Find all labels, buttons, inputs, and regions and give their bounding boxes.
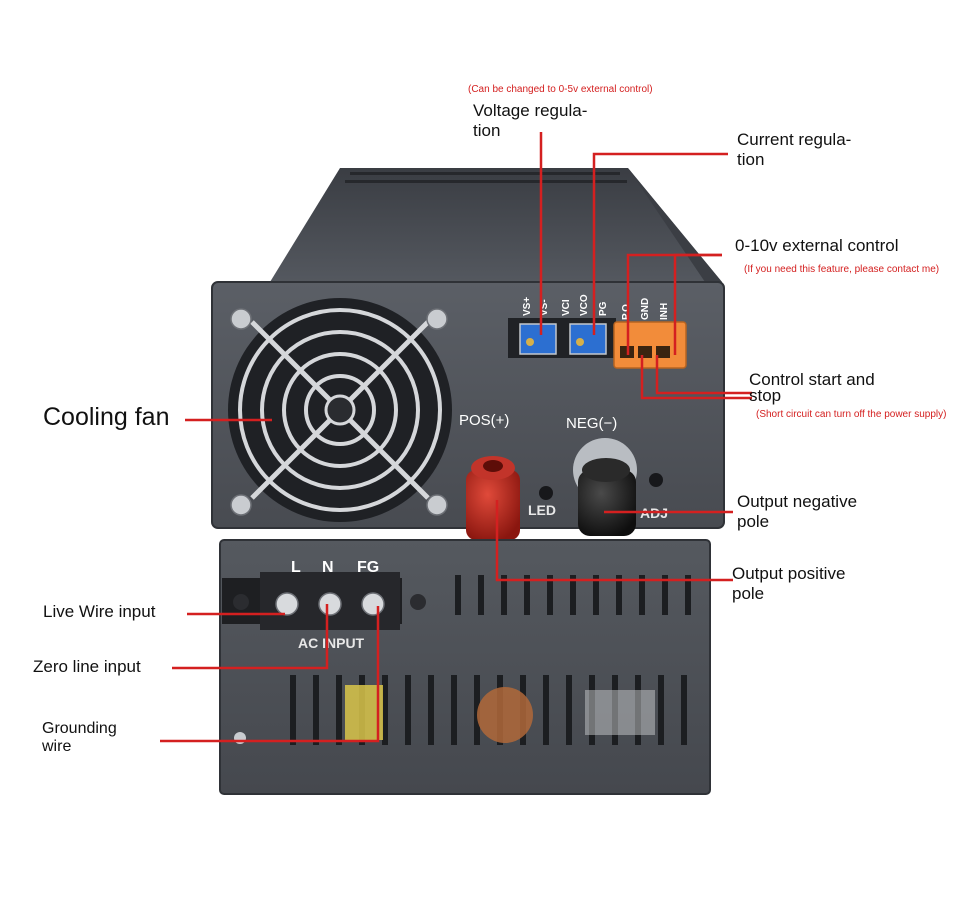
mount-hole-left (233, 594, 249, 610)
start-stop-note: (Short circuit can turn off the power su… (756, 409, 947, 420)
cooling-fan-label: Cooling fan (43, 403, 170, 431)
ac-terminal-l: L (291, 559, 301, 576)
external-control-note: (If you need this feature, please contac… (744, 264, 940, 275)
pin-vci: VCI (561, 299, 572, 316)
neg-label: NEG(−) (566, 415, 617, 432)
internal-capacitor (345, 685, 383, 740)
adj-hole (649, 473, 663, 487)
mount-hole-right (410, 594, 426, 610)
live-wire-label: Live Wire input (43, 602, 156, 621)
voltage-trimmer (519, 323, 557, 355)
voltage-regulation-label: Voltage regula- tion (473, 101, 588, 140)
voltage-regulation-note: (Can be changed to 0-5v external control… (468, 84, 653, 95)
ac-terminal-n: N (322, 559, 334, 576)
leader-lines (160, 132, 752, 743)
pin-vs-plus: VS+ (522, 297, 533, 316)
chassis-top (270, 168, 722, 282)
pos-label: POS(+) (459, 412, 509, 429)
pin-po: P.O. (621, 301, 632, 320)
pin-inh: INH (659, 303, 670, 320)
output-negative-label: Output negative pole (737, 492, 858, 531)
pin-vco: VCO (579, 294, 590, 316)
internal-coil (477, 687, 533, 743)
led-label: LED (528, 502, 556, 518)
ac-screws (275, 592, 385, 616)
led-indicator (539, 486, 553, 500)
output-positive-label: Output positive pole (732, 564, 846, 603)
negative-terminal (573, 438, 637, 536)
internal-board (585, 690, 655, 735)
current-trimmer (569, 323, 607, 355)
fan-screws (230, 308, 448, 516)
external-control-label: 0-10v external control (735, 236, 899, 255)
pin-gnd: GND (640, 298, 651, 320)
pin-pg: PG (598, 301, 609, 316)
ac-input-label: AC INPUT (298, 635, 365, 651)
pin-vs-minus: VS- (539, 299, 550, 316)
zero-line-label: Zero line input (33, 657, 141, 676)
ac-terminal-fg: FG (357, 559, 379, 576)
top-vents (345, 172, 627, 183)
pin-labels: VS+ VS- VCI VCO PG P.O. GND INH (522, 294, 670, 320)
control-start-stop-label: Control start and stop (749, 370, 875, 406)
grounding-wire-label: Grounding wire (42, 720, 117, 756)
cooling-fan (228, 298, 452, 522)
positive-terminal (466, 456, 520, 540)
current-regulation-label: Current regula- tion (737, 130, 852, 169)
